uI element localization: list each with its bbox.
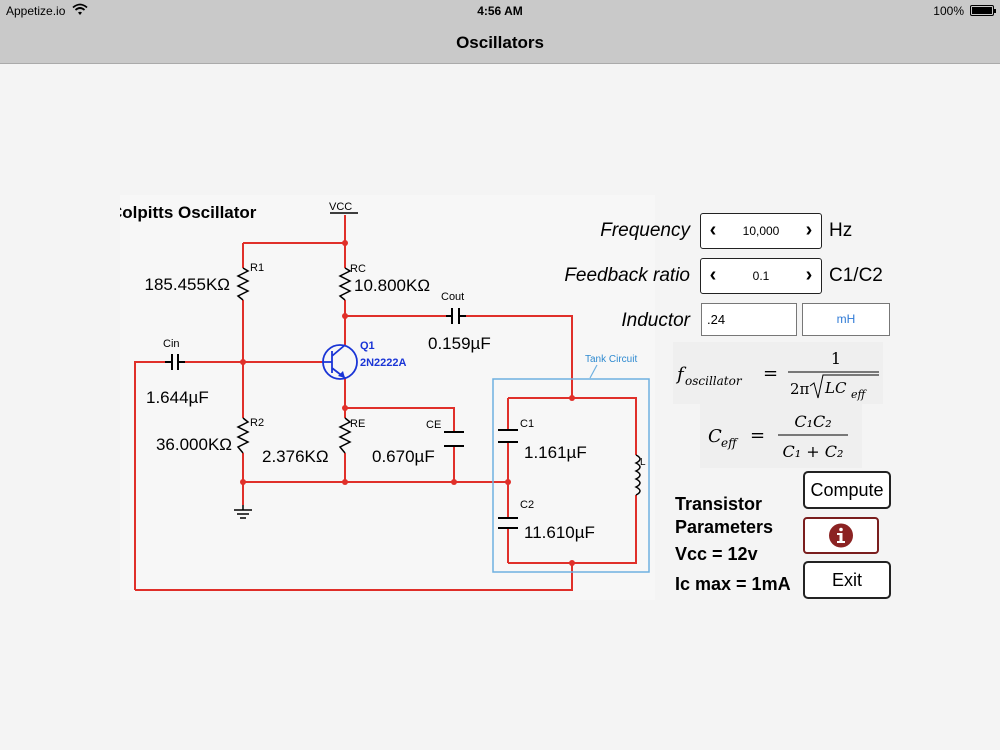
f-numerator: 1	[831, 349, 841, 368]
transistor-parameters-heading: Transistor Parameters	[675, 494, 774, 537]
circuit-diagram: Colpitts Oscillator VCC R1 185.455KΩ RC …	[120, 195, 655, 600]
cout-value: 0.159µF	[428, 334, 491, 353]
chevron-left-icon[interactable]: ‹	[709, 264, 717, 286]
chevron-right-icon[interactable]: ›	[805, 219, 813, 241]
ce-label: CE	[426, 419, 441, 431]
rc-label: RC	[350, 263, 366, 275]
svg-text:C: C	[708, 426, 722, 447]
c1-label: C1	[520, 418, 534, 430]
exit-button[interactable]: Exit	[803, 561, 891, 599]
cout-label: Cout	[441, 291, 464, 303]
r1-value: 185.455KΩ	[145, 275, 231, 294]
junction-dots	[240, 240, 575, 566]
f-denominator-prefix: 2π	[790, 380, 810, 398]
svg-text:oscillator: oscillator	[685, 374, 743, 388]
c2-value: 11.610µF	[524, 523, 595, 542]
wires	[134, 215, 637, 591]
inductor-label: L	[640, 457, 646, 468]
r2-label: R2	[250, 417, 264, 429]
clock: 4:56 AM	[477, 4, 523, 18]
c1-value: 1.161µF	[524, 443, 587, 462]
rc-value: 10.800KΩ	[354, 276, 430, 295]
inductor-unit-button[interactable]: mH	[802, 303, 890, 336]
q1-part: 2N2222A	[360, 357, 407, 369]
ce-value: 0.670µF	[372, 447, 435, 466]
page-title: Oscillators	[456, 33, 544, 52]
vcc-parameter: Vcc = 12v	[675, 544, 758, 564]
status-bar: Appetize.io 4:56 AM 100%	[0, 0, 1000, 22]
q1-label: Q1	[360, 340, 375, 352]
frequency-label: Frequency	[600, 220, 690, 241]
frequency-stepper[interactable]: ‹ 10,000 ›	[700, 213, 822, 249]
navigation-bar: Oscillators	[0, 22, 1000, 64]
inductor-label: Inductor	[621, 310, 690, 331]
r1-label: R1	[250, 262, 264, 274]
transistor-q1	[322, 344, 358, 380]
resistors	[236, 267, 352, 454]
ic-max-parameter: Ic max = 1mA	[675, 574, 791, 594]
cin-label: Cin	[163, 338, 180, 350]
tank-label: Tank Circuit	[585, 354, 637, 365]
info-icon	[829, 523, 853, 548]
chevron-right-icon[interactable]: ›	[805, 264, 813, 286]
c-numerator: C₁C₂	[794, 412, 831, 431]
svg-text:eff: eff	[721, 436, 739, 450]
battery-percent: 100%	[933, 4, 964, 18]
svg-text:=: =	[763, 363, 778, 384]
battery-icon	[970, 5, 996, 16]
feedback-stepper[interactable]: ‹ 0.1 ›	[700, 258, 822, 294]
effective-capacitance-formula: C eff = C₁C₂ C₁ + C₂	[700, 404, 862, 468]
wifi-icon	[72, 3, 88, 19]
inductor-input[interactable]: .24	[701, 303, 797, 336]
f-denominator-radicand: LC	[824, 379, 847, 397]
vcc-label: VCC	[329, 201, 352, 213]
frequency-unit: Hz	[829, 220, 853, 241]
circuit-title: Colpitts Oscillator	[120, 203, 257, 222]
capacitors	[165, 308, 518, 529]
compute-button[interactable]: Compute	[803, 471, 891, 509]
feedback-value: 0.1	[752, 269, 770, 283]
svg-text:=: =	[750, 425, 765, 446]
info-button[interactable]	[803, 517, 879, 554]
tank-circuit-box	[492, 378, 650, 573]
carrier-label: Appetize.io	[6, 4, 66, 18]
c2-label: C2	[520, 499, 534, 511]
inductor-symbol	[634, 454, 641, 496]
tank-pointer	[589, 364, 598, 379]
chevron-left-icon[interactable]: ‹	[709, 219, 717, 241]
radical-sign	[809, 374, 879, 399]
re-label: RE	[350, 418, 365, 430]
feedback-unit: C1/C2	[829, 265, 883, 286]
feedback-label: Feedback ratio	[564, 265, 690, 286]
re-value: 2.376KΩ	[262, 447, 329, 466]
oscillator-frequency-formula: f oscillator = 1 2π LC eff	[673, 342, 883, 404]
ground-symbol	[234, 505, 252, 519]
r2-value: 36.000KΩ	[156, 435, 232, 454]
cin-value: 1.644µF	[146, 388, 209, 407]
c-denominator: C₁ + C₂	[783, 442, 844, 461]
frequency-value: 10,000	[742, 224, 780, 238]
f-denominator-subscript: eff	[851, 388, 868, 401]
